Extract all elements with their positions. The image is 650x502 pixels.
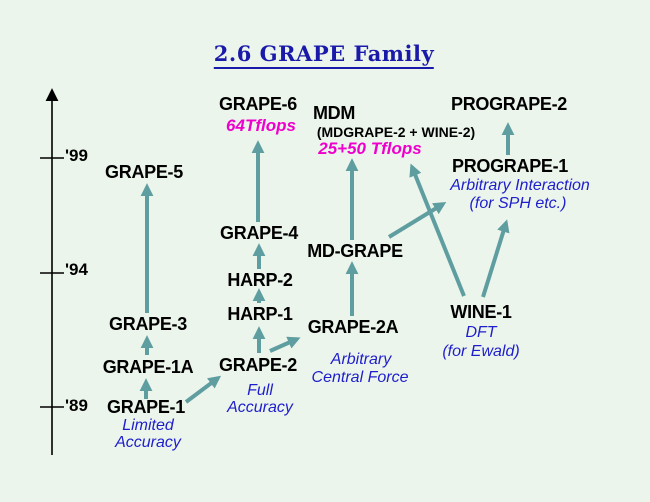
node-progrape-2: PROGRAPE-2: [450, 94, 568, 114]
node-grape-2: GRAPE-2: [219, 355, 297, 375]
arrow-grape2-to-grape2a: [269, 336, 301, 353]
node-grape-5: GRAPE-5: [105, 162, 183, 182]
mdm-detail: (MDGRAPE-2 + WINE-2): [316, 124, 476, 140]
node-grape-1a: GRAPE-1A: [102, 357, 194, 377]
arrow-grape1-to-grape2: [184, 375, 222, 404]
grape-2-note-1: Full: [247, 382, 273, 399]
tick-label-94: '94: [65, 260, 88, 279]
timeline-axis: [40, 88, 64, 455]
node-harp-2: HARP-2: [227, 270, 293, 290]
node-wine-1: WINE-1: [450, 302, 512, 322]
grape-2a-note-1: Arbitrary: [330, 351, 392, 368]
node-mdm: MDM: [312, 103, 356, 123]
arrow-wine1-to-mdm: [409, 163, 466, 297]
grape-1-note-2: Accuracy: [115, 434, 181, 451]
wine-1-note-1: DFT: [465, 324, 497, 341]
node-grape-1: GRAPE-1: [107, 397, 185, 417]
node-md-grape: MD-GRAPE: [307, 241, 403, 261]
grape-2-note-2: Accuracy: [227, 399, 293, 416]
mdm-flops: 25+50 Tflops: [318, 139, 422, 158]
wine-1-note-2: (for Ewald): [442, 343, 520, 360]
grape-2a-note-2: Central Force: [311, 369, 409, 386]
arrow-mdgrape-to-progrape1: [387, 201, 447, 239]
progrape-1-note-2: (for SPH etc.): [469, 195, 567, 212]
progrape-1-note-1: Arbitrary Interaction: [450, 177, 590, 194]
tick-label-99: '99: [65, 146, 88, 165]
tick-label-89: '89: [65, 396, 88, 415]
arrow-wine1-to-progrape1: [481, 219, 510, 298]
node-harp-1: HARP-1: [227, 304, 293, 324]
page-title: 2.6 GRAPE Family: [213, 43, 435, 69]
node-grape-4: GRAPE-4: [220, 223, 298, 243]
grape-6-flops: 64Tflops: [226, 116, 296, 135]
node-grape-6: GRAPE-6: [219, 94, 297, 114]
node-grape-3: GRAPE-3: [109, 314, 187, 334]
node-progrape-1: PROGRAPE-1: [451, 156, 569, 176]
node-grape-2a: GRAPE-2A: [307, 317, 399, 337]
grape-1-note-1: Limited: [122, 417, 174, 434]
